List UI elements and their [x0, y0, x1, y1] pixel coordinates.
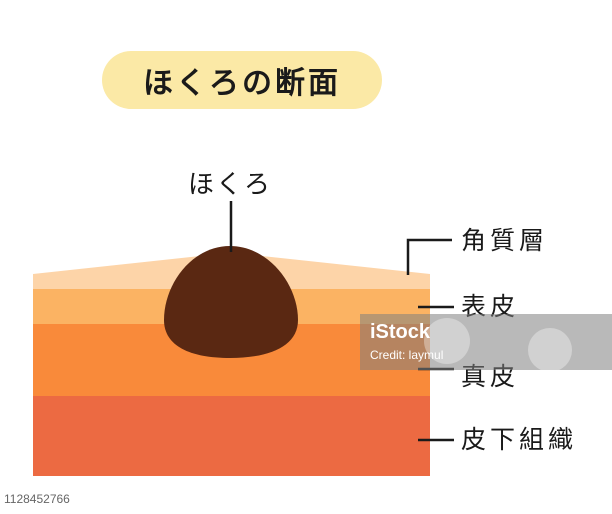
subcutis-label: 皮下組織 — [461, 425, 578, 454]
watermark-credit: Credit: laymul — [370, 348, 444, 362]
watermark-shape-icon — [424, 318, 470, 364]
title-badge: ほくろの断面 — [102, 51, 382, 109]
mole-label: ほくろ — [187, 170, 272, 200]
mole-shape — [164, 246, 298, 358]
watermark-circle-icon — [528, 328, 572, 370]
stratum-corneum-pointer — [406, 238, 452, 275]
watermark-brand: iStock — [370, 321, 431, 343]
diagram-title: ほくろの断面 — [143, 66, 341, 101]
stock-watermark: iStock Credit: laymul — [360, 314, 612, 370]
stratum-corneum-label: 角質層 — [461, 226, 549, 255]
subcutis-layer — [33, 396, 430, 476]
stock-id: 1128452766 — [4, 492, 70, 506]
